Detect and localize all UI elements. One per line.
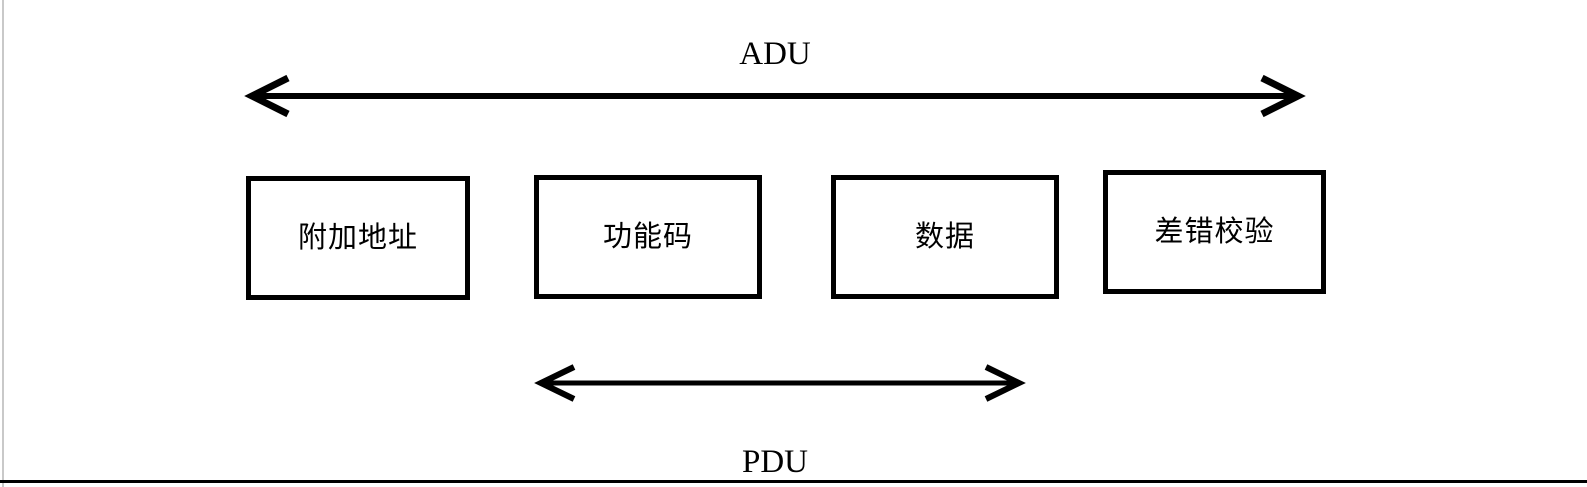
pdu-span-label: PDU xyxy=(741,444,809,480)
pdu-span-arrow xyxy=(534,364,1026,402)
field-box-data[interactable]: 数据 xyxy=(831,175,1059,299)
field-box-error-check[interactable]: 差错校验 xyxy=(1103,170,1326,294)
field-label-error-check: 差错校验 xyxy=(1154,215,1275,248)
field-label-additional-address: 附加地址 xyxy=(297,221,418,254)
page-left-edge-rule xyxy=(2,0,4,487)
field-label-data: 数据 xyxy=(914,220,975,253)
field-box-function-code[interactable]: 功能码 xyxy=(534,175,762,299)
adu-span-label: ADU xyxy=(739,36,811,72)
adu-span-arrow xyxy=(244,74,1306,118)
field-label-function-code: 功能码 xyxy=(602,220,693,253)
field-box-additional-address[interactable]: 附加地址 xyxy=(246,176,470,300)
page-bottom-rule xyxy=(0,480,1587,483)
